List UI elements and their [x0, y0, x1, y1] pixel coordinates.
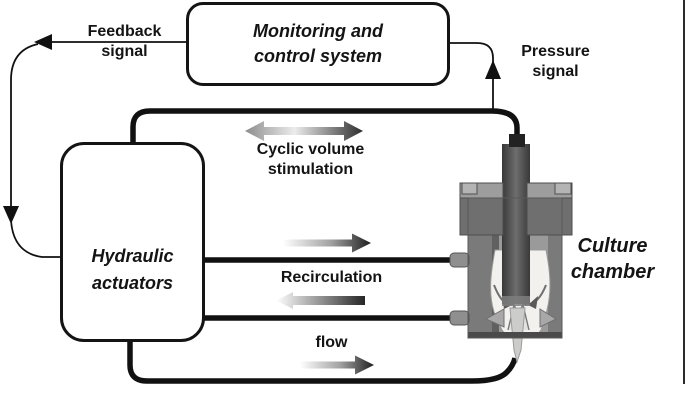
chamber-outline: [467, 197, 563, 339]
recirculation-forward-arrow-icon: [283, 233, 371, 253]
recirculation-label: Recirculation: [280, 269, 383, 286]
recirculation-return-arrow-icon: [276, 292, 365, 309]
pressure-label-line1: Pressure: [521, 43, 590, 60]
cable-connector: [509, 134, 525, 147]
pressure-signal-line: [450, 42, 501, 110]
monitoring-label-line2: control system: [253, 46, 383, 66]
piston-rod: [502, 144, 530, 304]
feedback-label-line1: Feedback: [87, 23, 162, 40]
bolt-right: [554, 182, 572, 195]
culture-chamber-graphic: [449, 134, 573, 364]
cyclic-label-line1: Cyclic volume: [256, 141, 365, 158]
flow-line: [127, 340, 518, 384]
culture-label-line2: chamber: [570, 261, 655, 283]
cyclic-volume-stimulation-label: Cyclic volume stimulation: [228, 140, 393, 180]
feedback-arrowhead-down: [3, 206, 19, 224]
actuators-label-line2: actuators: [91, 273, 174, 293]
valve-wing-left: [484, 308, 505, 328]
pressure-label-line2: signal: [532, 63, 579, 80]
culture-chamber-label: Culture chamber: [550, 233, 675, 285]
actuators-label-line1: Hydraulic: [91, 246, 174, 266]
feedback-arrowhead-left: [34, 34, 52, 50]
bolt-left: [461, 182, 478, 195]
hydraulic-actuators-box: Hydraulic actuators: [60, 142, 205, 342]
monitoring-label-line1: Monitoring and: [253, 21, 383, 41]
figure-right-border: [683, 0, 685, 384]
monitoring-control-system-box: Monitoring and control system: [186, 2, 450, 86]
pressure-arrowhead-up: [485, 60, 501, 79]
piston-tip: [502, 296, 530, 306]
chamber-bottom-band: [468, 332, 562, 338]
cyclic-double-arrow-icon: [245, 121, 363, 141]
chamber-port-upper: [449, 252, 470, 268]
valve-shadow-right: [528, 296, 538, 309]
culture-label-line1: Culture: [577, 235, 648, 257]
valve-wing-right: [539, 308, 558, 328]
pressure-signal-label: Pressure signal: [498, 42, 613, 82]
feedback-signal-line: [3, 34, 186, 258]
cyclic-stimulation-line: [130, 108, 520, 142]
feedback-label-line2: signal: [101, 43, 148, 60]
feedback-signal-label: Feedback signal: [52, 22, 197, 62]
chamber-port-lower: [449, 310, 470, 326]
flow-arrow-icon: [300, 355, 374, 375]
cyclic-label-line2: stimulation: [267, 161, 354, 178]
flow-label: flow: [315, 334, 348, 351]
